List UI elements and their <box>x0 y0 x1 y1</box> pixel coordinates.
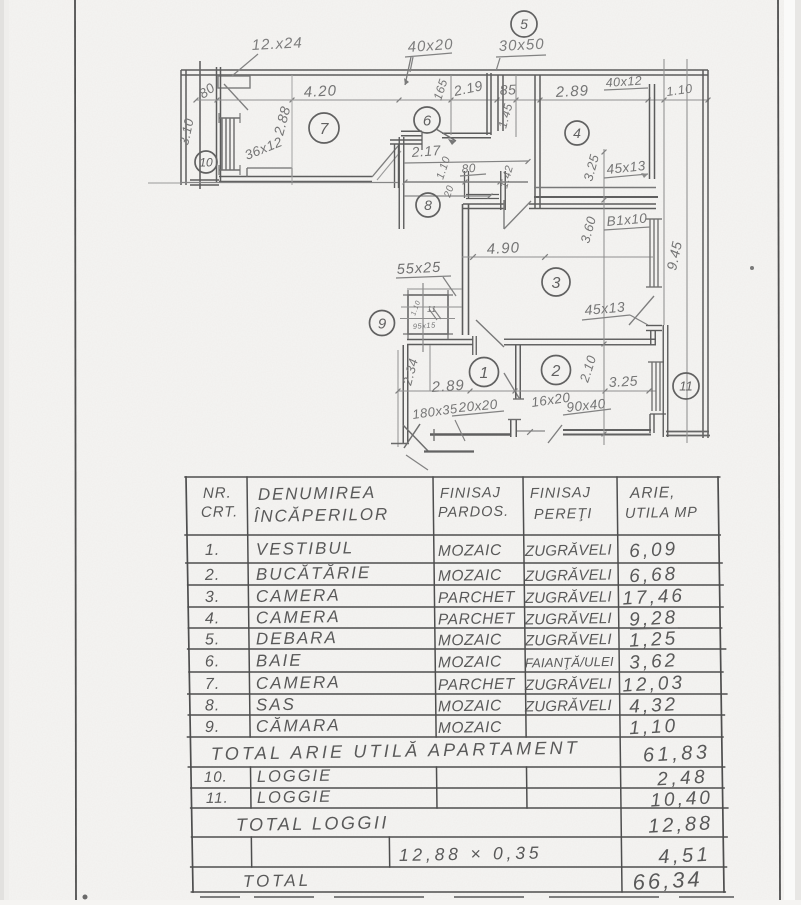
svg-text:7: 7 <box>320 121 330 138</box>
svg-text:4,51: 4,51 <box>658 844 712 869</box>
svg-text:8.: 8. <box>205 697 221 714</box>
svg-text:PARCHET: PARCHET <box>438 589 516 607</box>
svg-text:85: 85 <box>499 81 516 98</box>
svg-text:61,83: 61,83 <box>642 741 711 767</box>
svg-text:ZUGRĂVELI: ZUGRĂVELI <box>524 588 612 607</box>
svg-text:4.90: 4.90 <box>486 239 520 258</box>
svg-text:55x25: 55x25 <box>396 260 441 278</box>
svg-text:12,03: 12,03 <box>622 672 686 696</box>
svg-text:LOGGIE: LOGGIE <box>257 788 333 807</box>
svg-text:10.: 10. <box>204 769 228 786</box>
svg-text:6,09: 6,09 <box>629 539 679 563</box>
svg-text:1: 1 <box>480 365 489 382</box>
svg-text:2.17: 2.17 <box>410 142 442 160</box>
svg-text:PARCHET: PARCHET <box>438 676 516 694</box>
svg-text:5.: 5. <box>205 631 221 648</box>
svg-text:3: 3 <box>552 275 561 292</box>
svg-text:40x12: 40x12 <box>605 73 642 90</box>
svg-text:7.: 7. <box>205 676 221 693</box>
svg-text:ZUGRĂVELI: ZUGRĂVELI <box>524 541 612 560</box>
svg-text:2.89: 2.89 <box>430 377 465 396</box>
svg-text:3.: 3. <box>205 589 221 606</box>
svg-text:BUCĂTĂRIE: BUCĂTĂRIE <box>256 563 372 584</box>
svg-text:3.25: 3.25 <box>608 372 638 390</box>
svg-text:6.: 6. <box>205 653 221 670</box>
svg-text:ÎNCĂPERILOR: ÎNCĂPERILOR <box>254 505 389 526</box>
svg-text:ARIE,: ARIE, <box>629 484 676 502</box>
svg-text:TOTAL: TOTAL <box>243 871 312 891</box>
svg-text:66,34: 66,34 <box>632 866 703 895</box>
svg-text:80: 80 <box>461 161 477 176</box>
svg-text:VESTIBUL: VESTIBUL <box>256 538 355 559</box>
svg-text:4.: 4. <box>205 610 221 627</box>
svg-text:3,62: 3,62 <box>629 650 679 674</box>
svg-text:ZUGRĂVELI: ZUGRĂVELI <box>524 610 612 629</box>
svg-text:CĂMARA: CĂMARA <box>256 716 341 736</box>
svg-text:BAIE: BAIE <box>256 651 303 671</box>
svg-text:FINISAJ: FINISAJ <box>530 485 591 502</box>
svg-text:8: 8 <box>424 197 432 213</box>
svg-text:6: 6 <box>423 112 432 129</box>
svg-text:CAMERA: CAMERA <box>256 673 341 693</box>
svg-text:MOZAIC: MOZAIC <box>438 631 502 649</box>
svg-text:FAIANŢĂ/ULEI: FAIANŢĂ/ULEI <box>525 654 614 671</box>
svg-text:9,28: 9,28 <box>629 607 679 631</box>
svg-text:ZUGRĂVELI: ZUGRĂVELI <box>524 675 612 694</box>
svg-text:10,40: 10,40 <box>650 787 714 811</box>
svg-text:MOZAIC: MOZAIC <box>438 697 502 715</box>
svg-text:PARDOS.: PARDOS. <box>438 504 509 521</box>
svg-text:11.: 11. <box>206 790 229 807</box>
svg-text:NR.: NR. <box>203 484 232 502</box>
svg-text:MOZAIC: MOZAIC <box>438 653 502 671</box>
svg-text:10: 10 <box>199 155 213 169</box>
svg-text:CRT.: CRT. <box>201 503 239 521</box>
svg-text:12.x24: 12.x24 <box>251 34 303 54</box>
svg-text:PEREŢI: PEREŢI <box>534 506 593 523</box>
svg-text:MOZAIC: MOZAIC <box>438 542 502 560</box>
svg-text:PARCHET: PARCHET <box>438 610 516 628</box>
svg-text:12,88 × 0,35: 12,88 × 0,35 <box>399 842 543 864</box>
svg-text:2.89: 2.89 <box>554 82 589 101</box>
svg-text:SAS: SAS <box>256 695 296 715</box>
svg-text:2,48: 2,48 <box>656 767 709 791</box>
svg-text:UTILA MP: UTILA MP <box>625 505 698 522</box>
svg-text:11: 11 <box>679 379 693 394</box>
svg-text:95x15: 95x15 <box>413 320 437 331</box>
svg-text:30x50: 30x50 <box>498 36 545 55</box>
svg-text:9: 9 <box>378 315 387 332</box>
svg-text:TOTAL LOGGII: TOTAL LOGGII <box>236 812 389 835</box>
svg-text:4.20: 4.20 <box>303 82 337 101</box>
svg-text:5: 5 <box>520 16 528 32</box>
svg-text:1,10: 1,10 <box>629 716 679 740</box>
svg-text:17,46: 17,46 <box>622 585 686 609</box>
svg-text:ZUGRĂVELI: ZUGRĂVELI <box>524 631 612 650</box>
svg-text:11: 11 <box>427 305 436 314</box>
svg-text:9.: 9. <box>205 719 221 736</box>
svg-text:CAMERA: CAMERA <box>256 586 341 606</box>
svg-text:2.: 2. <box>204 567 221 584</box>
svg-text:DENUMIREA: DENUMIREA <box>258 483 377 504</box>
svg-text:CAMERA: CAMERA <box>256 607 341 627</box>
svg-text:MOZAIC: MOZAIC <box>438 719 502 737</box>
svg-text:ZUGRĂVELI: ZUGRĂVELI <box>524 566 612 585</box>
svg-text:4: 4 <box>573 125 581 141</box>
svg-text:4,32: 4,32 <box>629 694 679 718</box>
svg-text:1,25: 1,25 <box>629 628 679 652</box>
svg-text:FINISAJ: FINISAJ <box>440 485 501 502</box>
svg-text:LOGGIE: LOGGIE <box>257 767 333 786</box>
svg-text:6,68: 6,68 <box>629 564 679 588</box>
svg-text:1.: 1. <box>205 542 221 559</box>
svg-text:2: 2 <box>551 363 561 380</box>
svg-text:DEBARA: DEBARA <box>256 628 338 648</box>
svg-text:ZUGRĂVELI: ZUGRĂVELI <box>524 697 612 716</box>
svg-text:12,88: 12,88 <box>648 812 714 837</box>
svg-text:MOZAIC: MOZAIC <box>438 567 502 585</box>
